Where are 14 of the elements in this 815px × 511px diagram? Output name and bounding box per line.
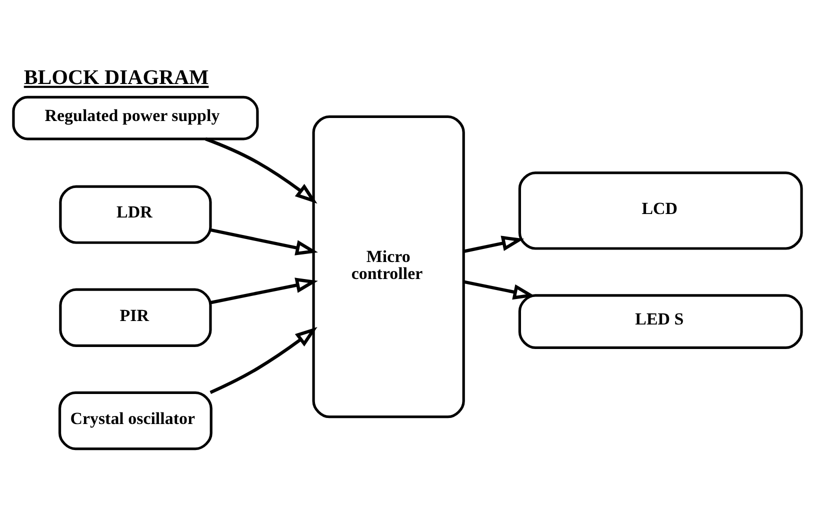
- arrow: [210, 326, 318, 394]
- node-box: LED S: [518, 294, 803, 348]
- node-box: Crystal oscillator: [58, 390, 212, 450]
- arrow: [204, 136, 318, 204]
- node-box: LDR: [59, 184, 212, 244]
- node-box: Regulated power supply: [12, 95, 259, 140]
- node-box: Micro controller: [312, 114, 465, 418]
- arrow: [464, 235, 524, 252]
- node-box: LCD: [518, 171, 803, 250]
- node-box: PIR: [59, 288, 212, 346]
- arrow: [464, 280, 536, 300]
- arrow: [210, 228, 318, 255]
- diagram-title: BLOCK DIAGRAM: [24, 64, 209, 88]
- arrow: [210, 277, 318, 304]
